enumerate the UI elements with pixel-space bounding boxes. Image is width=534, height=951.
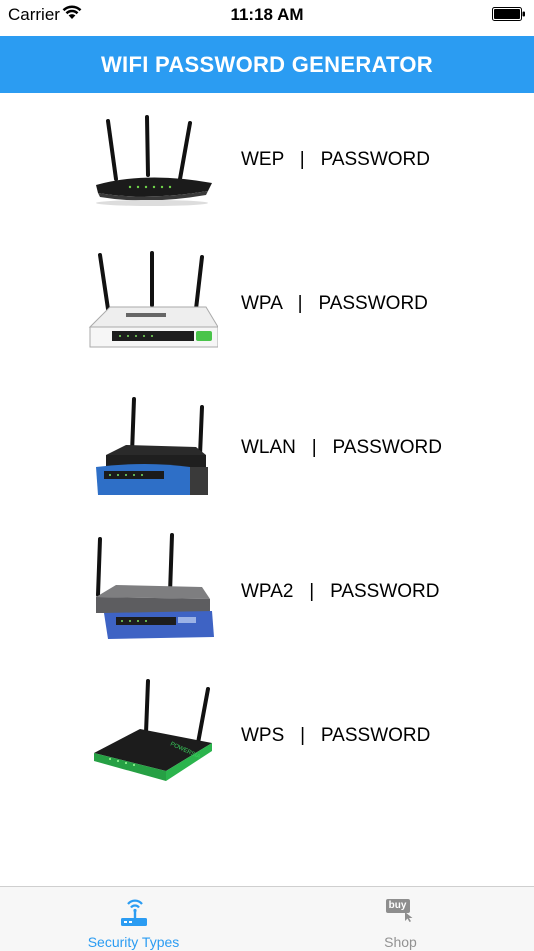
router-tab-icon	[120, 899, 147, 926]
password-action-label: PASSWORD	[332, 437, 442, 458]
router-blue-gray-icon	[96, 533, 214, 639]
buy-tag-icon: buy	[385, 899, 416, 925]
separator: |	[297, 293, 303, 314]
security-type-label: WPA	[241, 293, 282, 314]
separator: |	[311, 437, 317, 458]
tab-security-types[interactable]: Security Types	[0, 887, 267, 951]
password-action-label: PASSWORD	[320, 149, 430, 170]
security-row-wpa2[interactable]: WPA2 | PASSWORD	[0, 525, 534, 665]
tab-shop[interactable]: buy Shop	[267, 887, 534, 951]
router-white-icon	[88, 251, 218, 348]
tab-bar: Security Types buy Shop	[0, 886, 534, 951]
tab-label: Shop	[384, 934, 417, 950]
carrier-label: Carrier	[8, 5, 60, 24]
tab-label: Security Types	[87, 934, 180, 950]
battery-icon	[492, 7, 525, 21]
router-black-icon	[96, 115, 212, 206]
security-row-wep[interactable]: WEP | PASSWORD	[0, 93, 534, 233]
security-type-label: WLAN	[241, 437, 296, 458]
security-type-label: WEP	[241, 149, 284, 170]
security-row-wpa[interactable]: WPA | PASSWORD	[0, 237, 534, 377]
separator: |	[299, 149, 305, 170]
page-title: WIFI PASSWORD GENERATOR	[100, 52, 433, 77]
router-blue-icon	[96, 397, 208, 495]
buy-tag-text: buy	[385, 899, 410, 913]
password-action-label: PASSWORD	[320, 725, 431, 746]
security-row-wlan[interactable]: WLAN | PASSWORD	[0, 381, 534, 521]
router-green-icon: POWERSIA	[94, 679, 212, 781]
password-action-label: PASSWORD	[330, 581, 440, 602]
status-bar: Carrier 11:18 AM	[0, 0, 534, 36]
security-type-label: WPS	[241, 725, 285, 746]
password-action-label: PASSWORD	[318, 293, 428, 314]
security-row-wps[interactable]: POWERSIA WPS | PASSWORD	[0, 669, 534, 809]
security-type-label: WPA2	[241, 581, 294, 602]
navigation-bar: WIFI PASSWORD GENERATOR	[0, 36, 534, 93]
cursor-arrow-icon	[404, 912, 412, 922]
wifi-signal-icon	[62, 5, 82, 19]
status-time: 11:18 AM	[230, 5, 304, 24]
separator: |	[309, 581, 315, 602]
separator: |	[300, 725, 306, 746]
